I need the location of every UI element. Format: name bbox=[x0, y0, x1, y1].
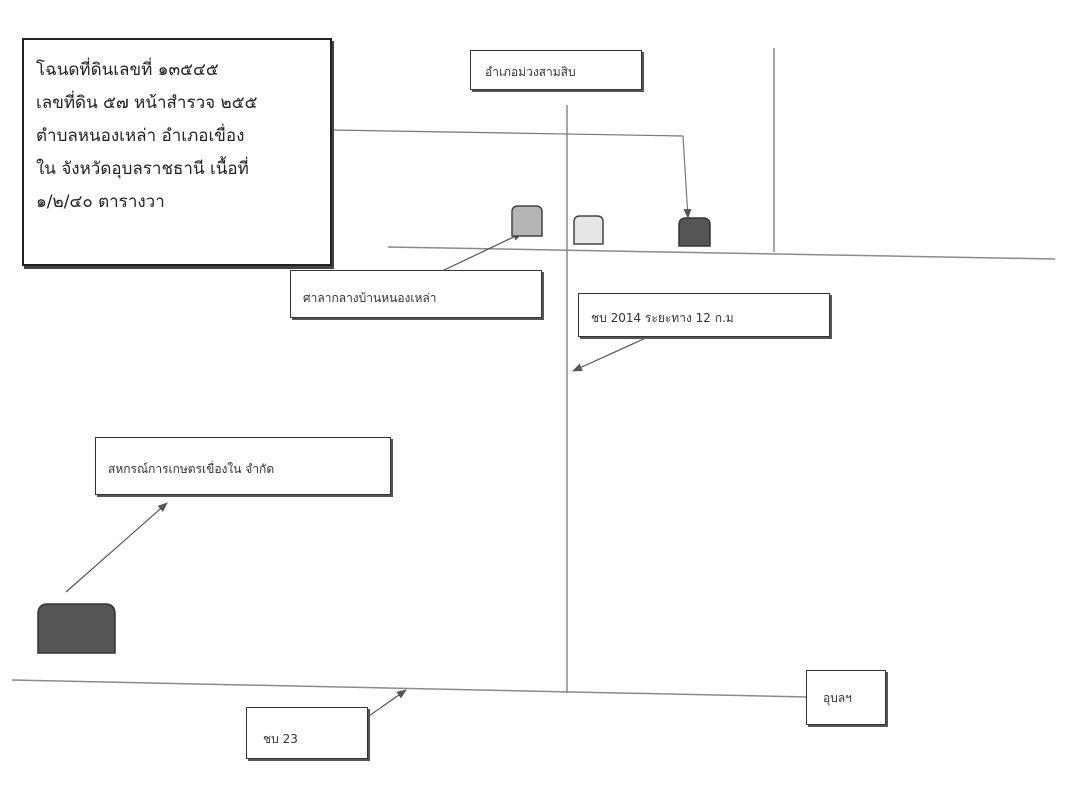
district-label: อำเภอม่วงสามสิบ bbox=[470, 50, 642, 90]
land-deed-box: โฉนดที่ดินเลขที่ ๑๓๕๔๕ เลขที่ดิน ๕๗ หน้า… bbox=[22, 38, 332, 266]
deed-line: ตำบลหนองเหล่า อำเภอเขื่อง bbox=[36, 126, 245, 146]
deed-line: ๑/๒/๔๐ ตารางวา bbox=[36, 192, 165, 212]
white-building-icon bbox=[573, 215, 604, 245]
road-2014-label: ชบ 2014 ระยะทาง 12 ก.ม bbox=[578, 293, 830, 337]
sala-pointer-arrow bbox=[439, 232, 523, 273]
ubon-label: อุบลฯ bbox=[806, 670, 886, 725]
road-upper-horizontal bbox=[387, 246, 1056, 260]
deed-line: โฉนดที่ดินเลขที่ ๑๓๕๔๕ bbox=[36, 60, 219, 80]
coop-label: สหกรณ์การเกษตรเขื่องใน จำกัด bbox=[95, 437, 391, 495]
target-plot-icon bbox=[678, 217, 711, 247]
deed-line: ใน จังหวัดอุบลราชธานี เนื้อที่ bbox=[36, 159, 249, 179]
sala-building-icon bbox=[511, 205, 543, 237]
coop-building-icon bbox=[37, 603, 116, 654]
deed-line: เลขที่ดิน ๕๗ หน้าสำรวจ ๒๕๕ bbox=[36, 93, 258, 113]
road-2014-pointer-arrow bbox=[572, 336, 649, 372]
road-23-label: ชบ 23 bbox=[246, 707, 368, 759]
deed-pointer-arrow bbox=[331, 129, 692, 219]
road-23-horizontal bbox=[11, 679, 809, 698]
coop-pointer-arrow bbox=[65, 502, 168, 593]
sala-label: ศาลากลางบ้านหนองเหล่า bbox=[290, 270, 542, 318]
